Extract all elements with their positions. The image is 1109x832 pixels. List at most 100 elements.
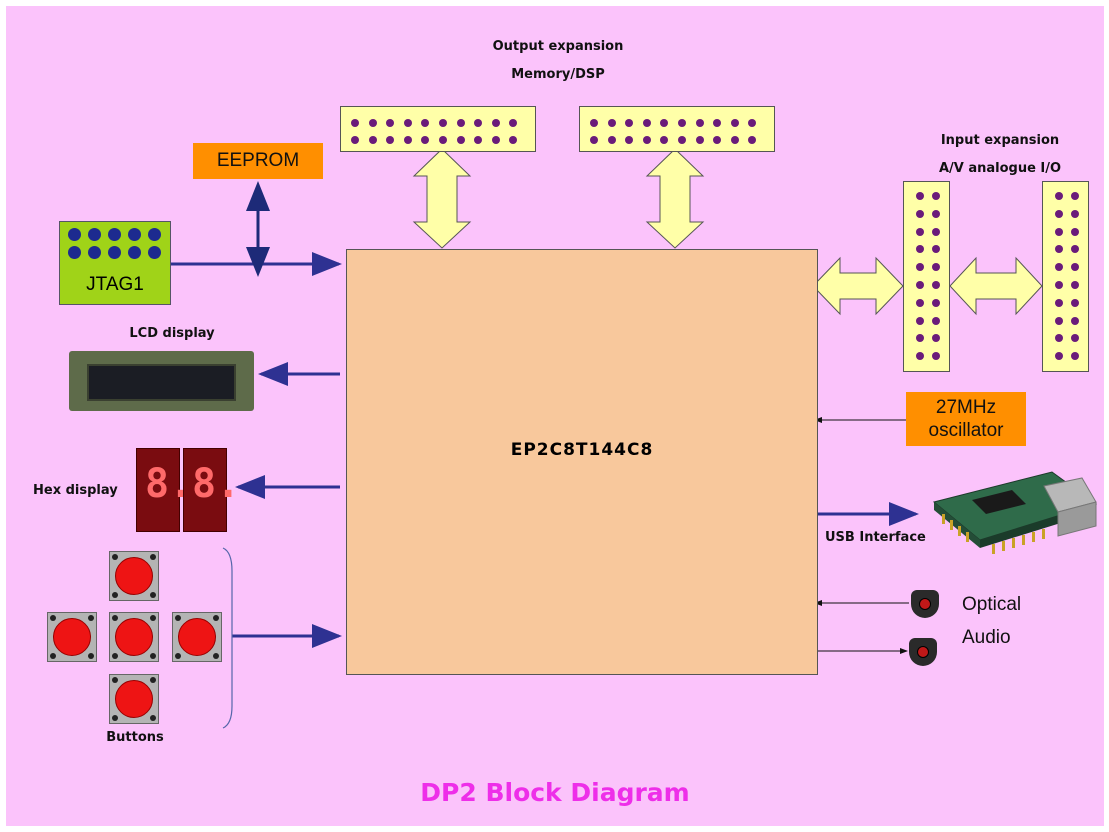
connector-pin xyxy=(696,119,704,127)
connector-pin xyxy=(660,136,668,144)
input-expansion-connector-left xyxy=(903,181,950,372)
connector-pin xyxy=(351,119,359,127)
memory-dsp-label: Memory/DSP xyxy=(511,67,605,82)
connector-pin xyxy=(696,136,704,144)
connector-pin xyxy=(1055,210,1063,218)
button-corner xyxy=(150,592,156,598)
hex-display-label: Hex display xyxy=(33,483,118,498)
diagram-canvas: Output expansion Memory/DSP Input expans… xyxy=(6,6,1104,826)
connector-pin xyxy=(932,299,940,307)
connector-pin xyxy=(590,119,598,127)
jtag-pin xyxy=(128,228,141,241)
connector-pin xyxy=(916,228,924,236)
connector-pin xyxy=(492,119,500,127)
jtag-pin xyxy=(108,228,121,241)
usb-module-image xyxy=(932,464,1098,560)
connector-pin xyxy=(713,136,721,144)
connector-pin xyxy=(932,281,940,289)
connector-pin xyxy=(608,119,616,127)
connector-pin xyxy=(1071,281,1079,289)
lcd-screen xyxy=(87,364,236,401)
jtag-pin xyxy=(88,228,101,241)
connector-pin xyxy=(474,119,482,127)
optical-jack-icon xyxy=(911,590,939,618)
button-corner xyxy=(88,615,94,621)
audio-jack-icon xyxy=(909,638,937,666)
button-corner xyxy=(112,615,118,621)
connector-pin xyxy=(386,119,394,127)
button-corner xyxy=(112,653,118,659)
output-expansion-connector-left xyxy=(340,106,536,152)
output-expansion-label: Output expansion xyxy=(493,39,624,54)
jtag-connector: JTAG1 xyxy=(59,221,171,305)
connector-pin xyxy=(1071,352,1079,360)
connector-pin xyxy=(916,245,924,253)
connector-pin xyxy=(590,136,598,144)
jtag-pin xyxy=(88,246,101,259)
connector-pin xyxy=(643,119,651,127)
connector-pin xyxy=(932,210,940,218)
button-right xyxy=(172,612,222,662)
lcd-display-image xyxy=(69,351,254,411)
connector-pin xyxy=(492,136,500,144)
connector-pin xyxy=(625,136,633,144)
connector-pin xyxy=(404,119,412,127)
connector-pin xyxy=(474,136,482,144)
connector-pin xyxy=(386,136,394,144)
button-corner xyxy=(50,653,56,659)
connector-pin xyxy=(916,352,924,360)
connector-pin xyxy=(916,281,924,289)
connector-pin xyxy=(916,192,924,200)
connector-pin xyxy=(932,263,940,271)
connector-pin xyxy=(457,136,465,144)
lcd-display-label: LCD display xyxy=(129,326,214,341)
button-corner xyxy=(150,653,156,659)
connector-pin xyxy=(369,136,377,144)
connector-pin xyxy=(1055,263,1063,271)
input-expansion-connector-right xyxy=(1042,181,1089,372)
connector-pin xyxy=(731,119,739,127)
connector-pin xyxy=(509,136,517,144)
connector-pin xyxy=(351,136,359,144)
connector-pin xyxy=(916,299,924,307)
connector-pin xyxy=(678,119,686,127)
button-corner xyxy=(213,653,219,659)
eeprom-box: EEPROM xyxy=(193,143,323,179)
connector-pin xyxy=(916,317,924,325)
connector-pin xyxy=(1055,352,1063,360)
jtag-pin xyxy=(148,228,161,241)
button-center xyxy=(109,612,159,662)
button-corner xyxy=(150,715,156,721)
usb-interface-label: USB Interface xyxy=(825,530,926,545)
oscillator-label: oscillator xyxy=(906,419,1026,442)
button-corner xyxy=(112,554,118,560)
connector-pin xyxy=(678,136,686,144)
connector-pin xyxy=(916,263,924,271)
jtag-label: JTAG1 xyxy=(60,274,170,296)
connector-pin xyxy=(1055,299,1063,307)
connector-pin xyxy=(748,136,756,144)
chip-name: EP2C8T144C8 xyxy=(347,440,817,460)
connector-pin xyxy=(404,136,412,144)
button-left xyxy=(47,612,97,662)
connector-pin xyxy=(1055,245,1063,253)
hex-digit-right: 8. xyxy=(183,448,227,532)
connector-pin xyxy=(731,136,739,144)
output-expansion-connector-right xyxy=(579,106,775,152)
connector-pin xyxy=(932,245,940,253)
connector-pin xyxy=(608,136,616,144)
connector-pin xyxy=(421,136,429,144)
connector-pin xyxy=(1071,228,1079,236)
connector-pin xyxy=(1055,228,1063,236)
connector-pin xyxy=(748,119,756,127)
button-corner xyxy=(150,615,156,621)
audio-label: Audio xyxy=(962,627,1011,649)
jtag-pin xyxy=(68,246,81,259)
connector-pin xyxy=(1071,334,1079,342)
diagram-title: DP2 Block Diagram xyxy=(6,778,1104,807)
button-corner xyxy=(112,715,118,721)
connector-pin xyxy=(439,119,447,127)
connector-pin xyxy=(1055,281,1063,289)
oscillator-freq-label: 27MHz xyxy=(906,396,1026,419)
connector-pin xyxy=(643,136,651,144)
